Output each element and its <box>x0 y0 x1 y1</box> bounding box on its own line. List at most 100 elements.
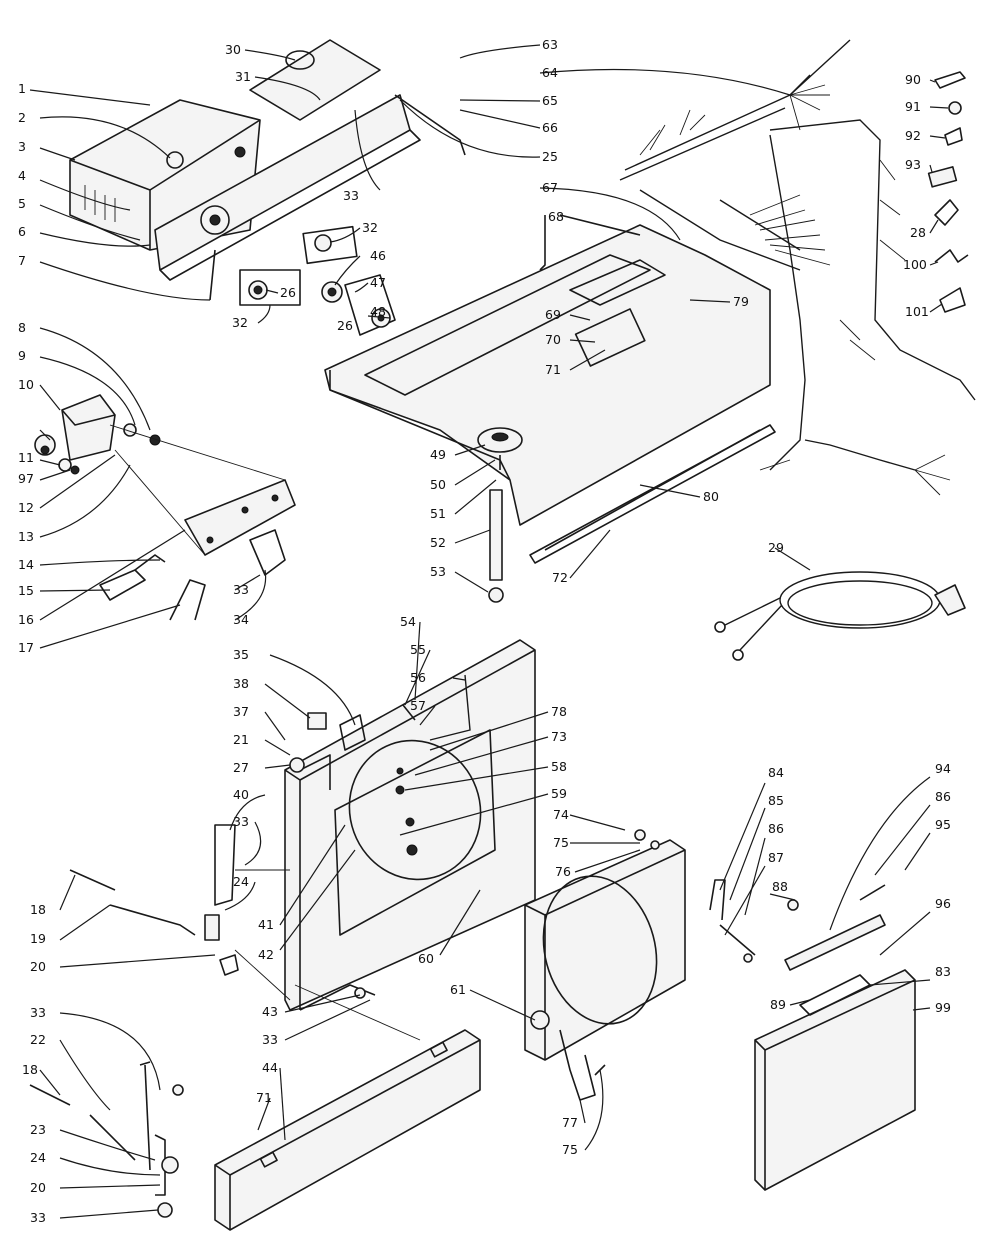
callout-27: 27 <box>233 760 249 775</box>
callout-25: 25 <box>542 149 558 164</box>
power-cord <box>714 571 966 661</box>
callout-60: 60 <box>418 951 434 966</box>
callout-54: 54 <box>400 614 416 629</box>
callout-32-top: 32 <box>362 220 378 235</box>
callout-74: 74 <box>553 807 569 822</box>
callout-68: 68 <box>548 209 564 224</box>
callout-29: 29 <box>768 540 784 555</box>
callout-10: 10 <box>18 377 34 392</box>
callout-50: 50 <box>430 477 446 492</box>
callout-6: 6 <box>18 224 26 239</box>
callout-86-b: 86 <box>935 789 951 804</box>
callout-76: 76 <box>555 864 571 879</box>
callout-101: 101 <box>905 304 929 319</box>
callout-84: 84 <box>768 765 784 780</box>
callout-93: 93 <box>905 157 921 172</box>
callout-44: 44 <box>262 1060 278 1075</box>
callout-20-b: 20 <box>30 1180 46 1195</box>
callout-48: 48 <box>370 304 386 319</box>
callout-51: 51 <box>430 506 446 521</box>
callout-77: 77 <box>562 1115 578 1130</box>
callout-75-b: 75 <box>562 1142 578 1157</box>
callout-63: 63 <box>542 37 558 52</box>
callout-73: 73 <box>551 729 567 744</box>
callout-57: 57 <box>410 698 426 713</box>
callout-33-c: 33 <box>233 814 249 829</box>
cabinet-front <box>204 639 536 1011</box>
leader-lines <box>29 44 949 1219</box>
callout-13: 13 <box>18 529 34 544</box>
callout-65: 65 <box>542 93 558 108</box>
bottom-hinge-parts <box>29 1061 184 1218</box>
callout-labels: 1 2 3 4 5 6 7 8 9 10 11 97 12 13 14 15 1… <box>18 37 951 1225</box>
callout-46: 46 <box>370 248 386 263</box>
callout-83: 83 <box>935 964 951 979</box>
small-parts-column <box>927 71 969 313</box>
callout-18-a: 18 <box>30 902 46 917</box>
callout-14: 14 <box>18 557 34 572</box>
callout-8: 8 <box>18 320 26 335</box>
callout-17: 17 <box>18 640 34 655</box>
callout-80-top: 80 <box>703 489 719 504</box>
callout-12: 12 <box>18 500 34 515</box>
callout-49: 49 <box>430 447 446 462</box>
callout-56: 56 <box>410 670 426 685</box>
callout-20-a: 20 <box>30 959 46 974</box>
callout-33-d: 33 <box>30 1005 46 1020</box>
callout-19: 19 <box>30 931 46 946</box>
callout-79: 79 <box>733 294 749 309</box>
callout-55: 55 <box>410 642 426 657</box>
callout-9: 9 <box>18 348 26 363</box>
callout-90: 90 <box>905 72 921 87</box>
callout-52: 52 <box>430 535 446 550</box>
callout-33-e: 33 <box>262 1032 278 1047</box>
callout-66: 66 <box>542 120 558 135</box>
timer-assembly <box>34 394 296 621</box>
control-console-assembly <box>69 39 466 336</box>
callout-26-a: 26 <box>280 285 296 300</box>
callout-47: 47 <box>370 275 386 290</box>
callout-99: 99 <box>935 1000 951 1015</box>
callout-30: 30 <box>225 42 241 57</box>
callout-21: 21 <box>233 732 249 747</box>
callout-88: 88 <box>772 879 788 894</box>
callout-3: 3 <box>18 139 26 154</box>
callout-59: 59 <box>551 786 567 801</box>
callout-28: 28 <box>910 225 926 240</box>
callout-64: 64 <box>542 65 558 80</box>
callout-96: 96 <box>935 896 951 911</box>
callout-38: 38 <box>233 676 249 691</box>
callout-53: 53 <box>430 564 446 579</box>
callout-24-a: 24 <box>233 874 249 889</box>
callout-7: 7 <box>18 253 26 268</box>
callout-87: 87 <box>768 850 784 865</box>
callout-26-b: 26 <box>337 318 353 333</box>
callout-69: 69 <box>545 307 561 322</box>
callout-58: 58 <box>551 759 567 774</box>
callout-1: 1 <box>18 81 26 96</box>
callout-86-a: 86 <box>768 821 784 836</box>
top-cover <box>324 214 776 603</box>
door-assembly <box>709 879 916 1191</box>
callout-100: 100 <box>903 257 927 272</box>
callout-70: 70 <box>545 332 561 347</box>
callout-23: 23 <box>30 1122 46 1137</box>
callout-61: 61 <box>450 982 466 997</box>
callout-85: 85 <box>768 793 784 808</box>
callout-89: 89 <box>770 997 786 1012</box>
callout-94: 94 <box>935 761 951 776</box>
callout-34: 34 <box>233 612 249 627</box>
callout-75-a: 75 <box>553 835 569 850</box>
callout-35: 35 <box>233 647 249 662</box>
callout-43: 43 <box>262 1004 278 1019</box>
callout-15: 15 <box>18 583 34 598</box>
callout-42: 42 <box>258 947 274 962</box>
callout-22: 22 <box>30 1032 46 1047</box>
callout-95: 95 <box>935 817 951 832</box>
callout-97: 97 <box>18 471 34 486</box>
callout-5: 5 <box>18 196 26 211</box>
callout-41: 41 <box>258 917 274 932</box>
callout-71: 71 <box>545 362 561 377</box>
callout-33-mid: 33 <box>233 582 249 597</box>
